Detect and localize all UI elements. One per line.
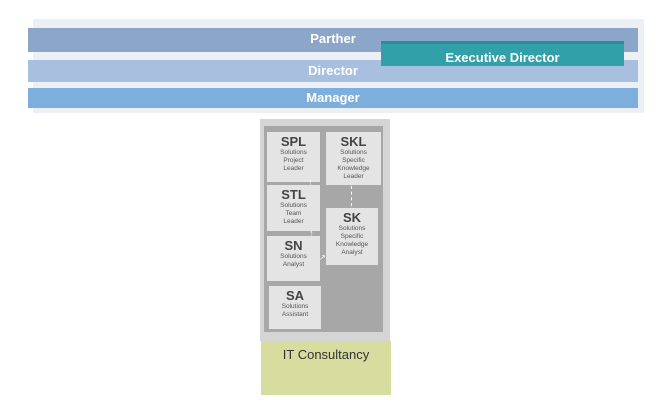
role-code: SK [342,210,362,225]
arrow-diagonal-icon: ↗ [319,253,326,262]
role-code: SA [285,288,305,303]
executive-director-box: Executive Director [381,41,624,66]
role-code: SN [284,238,303,253]
it-consultancy-block [261,341,391,395]
role-code: SKL [340,134,367,149]
role-code: SPL [280,134,307,149]
arrow-up-icon: ↑ [308,177,313,187]
department-label: IT Consultancy [282,347,370,362]
arrow-up-icon: ↑ [309,228,314,238]
role-code: STL [281,187,306,202]
manager-band: Manager [28,88,638,108]
dashed-connector [351,186,353,206]
